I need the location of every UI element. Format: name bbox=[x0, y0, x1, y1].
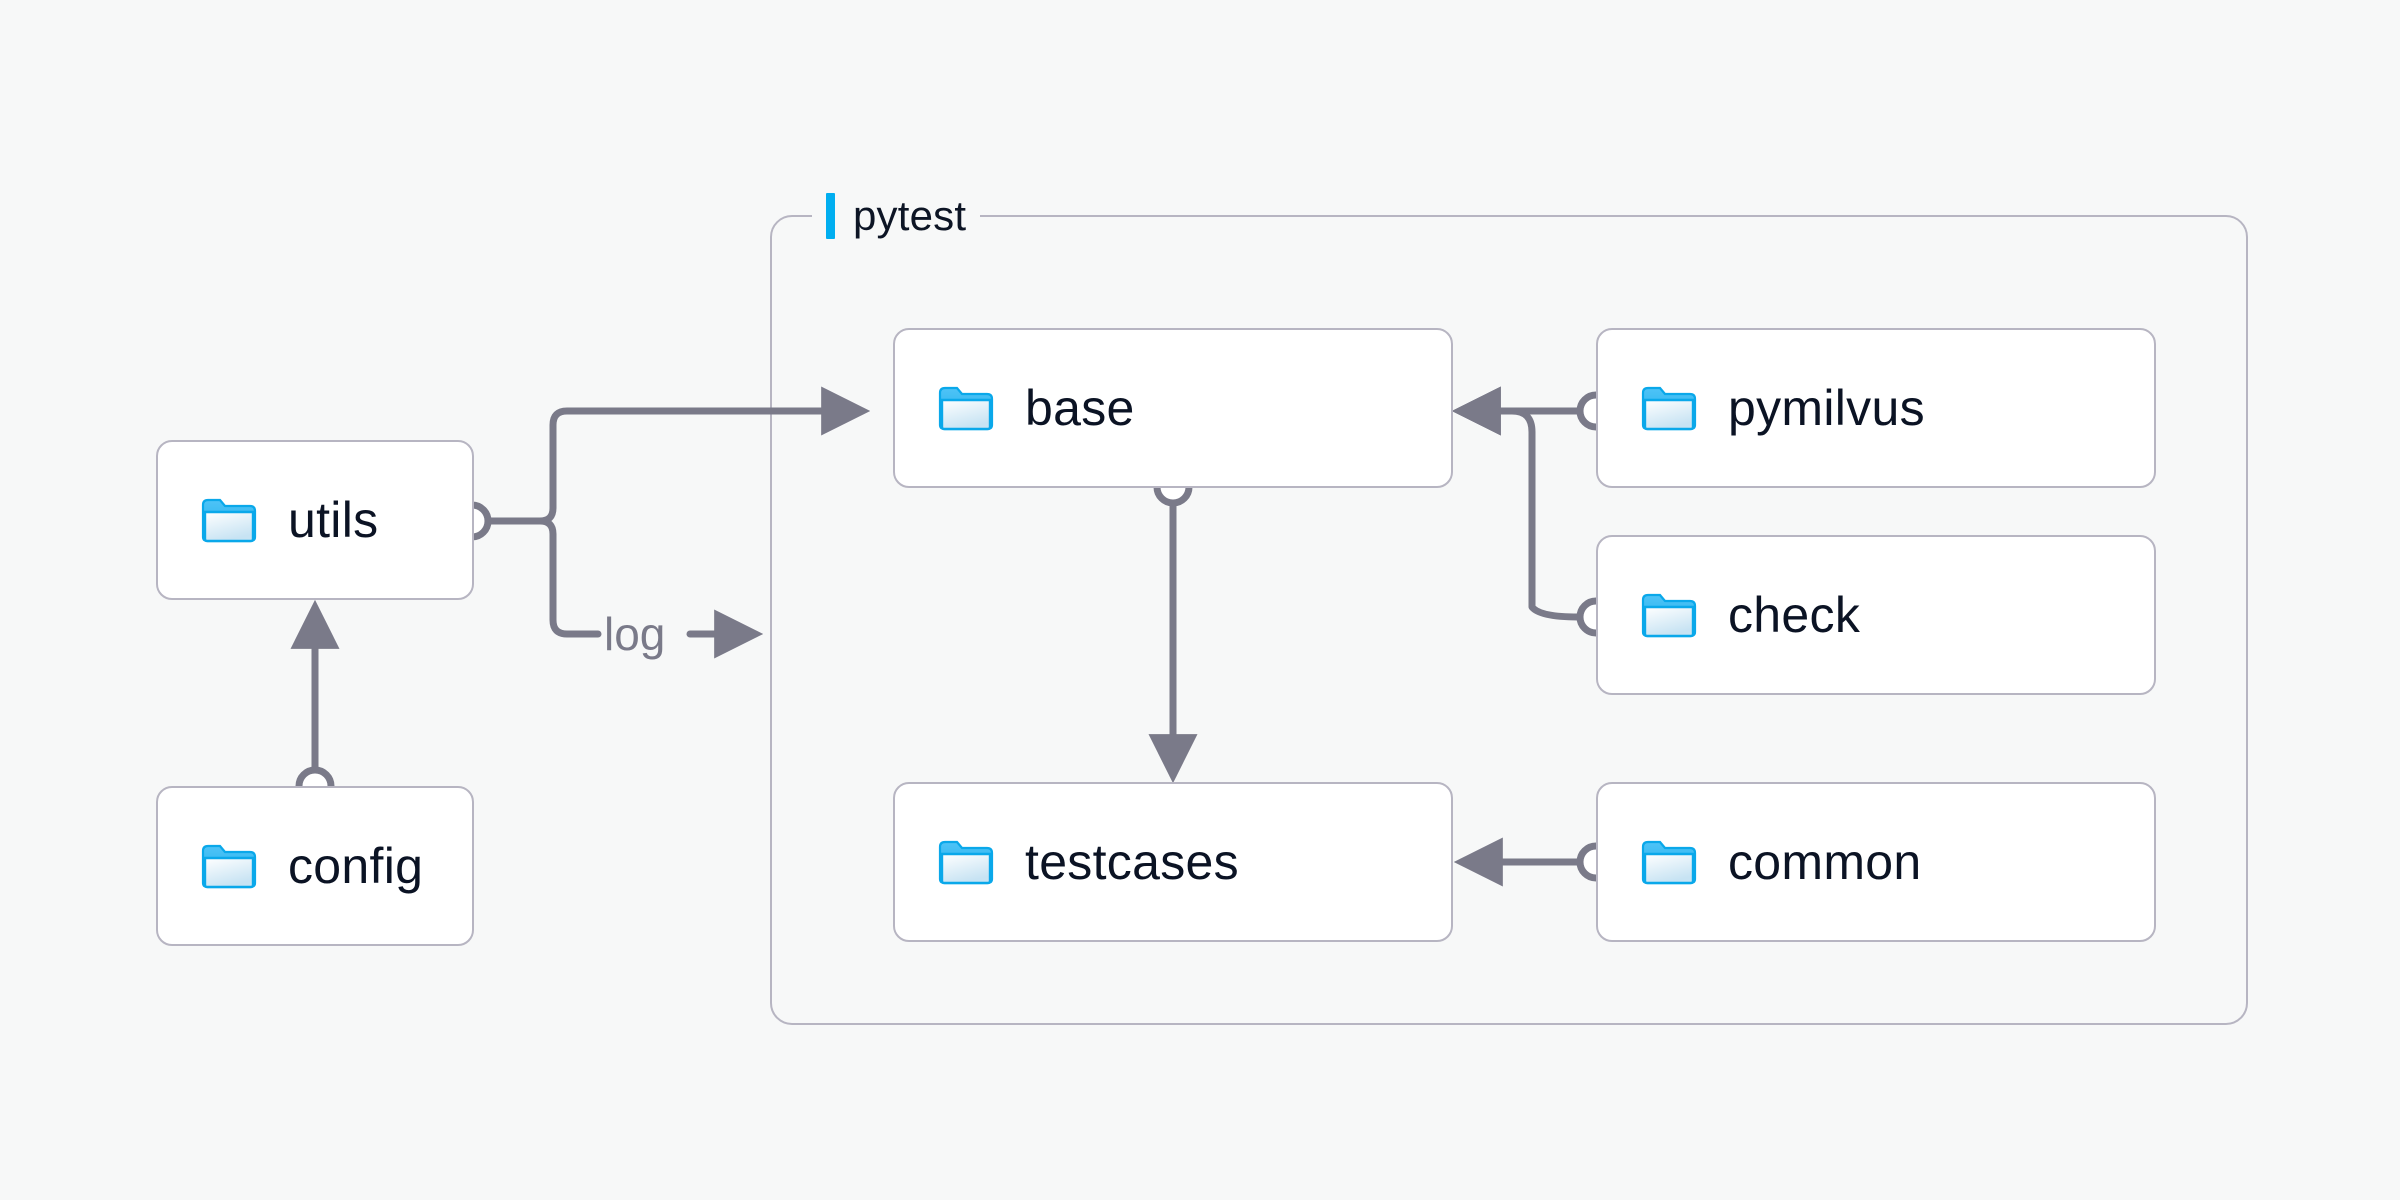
node-check[interactable]: check bbox=[1596, 535, 2156, 695]
node-label-config: config bbox=[288, 838, 424, 894]
folder-icon bbox=[201, 498, 257, 543]
node-label-utils: utils bbox=[288, 492, 379, 548]
node-label-pymilvus: pymilvus bbox=[1728, 380, 1925, 436]
folder-icon bbox=[1641, 386, 1697, 431]
node-pymilvus[interactable]: pymilvus bbox=[1596, 328, 2156, 488]
node-label-testcases: testcases bbox=[1025, 834, 1239, 890]
node-label-common: common bbox=[1728, 834, 1922, 890]
node-config[interactable]: config bbox=[156, 786, 474, 946]
folder-icon bbox=[1641, 593, 1697, 638]
group-label-pytest: pytest bbox=[812, 189, 981, 243]
node-testcases[interactable]: testcases bbox=[893, 782, 1453, 942]
node-base[interactable]: base bbox=[893, 328, 1453, 488]
folder-icon bbox=[1641, 840, 1697, 885]
folder-icon bbox=[938, 386, 994, 431]
node-utils[interactable]: utils bbox=[156, 440, 474, 600]
group-accent-bar bbox=[826, 193, 835, 239]
folder-icon bbox=[201, 844, 257, 889]
edge-label-log: log bbox=[604, 608, 666, 660]
node-label-base: base bbox=[1025, 380, 1135, 436]
group-container-pytest[interactable] bbox=[770, 215, 2248, 1025]
group-label-text: pytest bbox=[853, 192, 967, 239]
node-common[interactable]: common bbox=[1596, 782, 2156, 942]
node-label-check: check bbox=[1728, 587, 1861, 643]
folder-icon bbox=[938, 840, 994, 885]
